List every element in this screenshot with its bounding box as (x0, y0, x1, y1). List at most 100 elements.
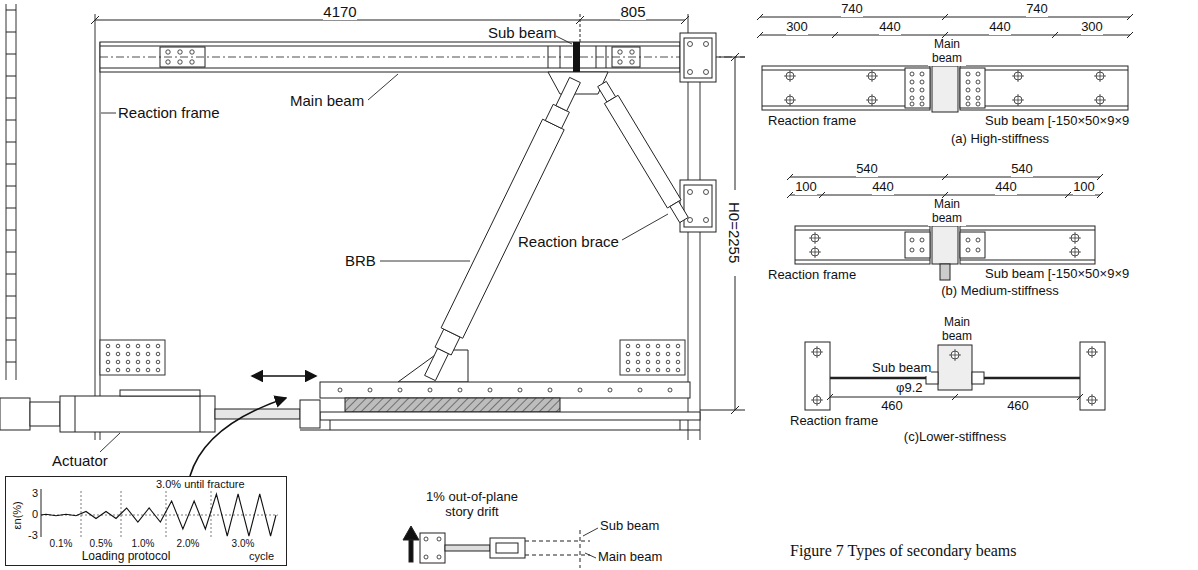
part-label: φ9.2 (896, 381, 923, 396)
end-connection (684, 185, 712, 227)
loading-beam (320, 412, 700, 420)
dimension-line (731, 406, 739, 414)
secondary-beam-medium-stiffness (960, 230, 1095, 231)
bolt-grid (156, 352, 160, 356)
bolt (166, 50, 170, 54)
dimension-value: 100 (795, 180, 817, 195)
part-label: Main beam (290, 92, 364, 109)
secondary-beam-medium-stiffness (905, 232, 930, 258)
plan-view (403, 526, 590, 568)
bolt (190, 60, 194, 64)
dimension-value: 4170 (323, 3, 356, 20)
part-label: Main beam (598, 550, 662, 565)
bolt-grid (156, 360, 160, 364)
bolt (976, 248, 980, 252)
dimension-tick (1127, 14, 1133, 20)
bolt-grid (646, 360, 650, 364)
bolt (920, 248, 924, 252)
main-beam (100, 42, 745, 72)
bolt (976, 80, 980, 84)
axis-label: 3 (32, 487, 38, 500)
reaction-frame (620, 340, 685, 375)
bolt-grid (116, 360, 120, 364)
bolt (424, 537, 428, 541)
bolt (966, 80, 970, 84)
secondary-beam-high-stiffness (960, 68, 985, 108)
bolt (437, 537, 441, 541)
bolt (910, 102, 914, 106)
bolt (618, 50, 622, 54)
axis-label: 0.5% (90, 538, 113, 550)
bolt (688, 42, 693, 47)
part-label: BRB (345, 252, 376, 269)
bolt-hole (872, 94, 873, 106)
reaction-frame (6, 120, 16, 121)
bolt-grid (676, 352, 680, 356)
secondary-beam-medium-stiffness (790, 177, 1100, 280)
bolt-grid (626, 360, 630, 364)
dimension-value: 460 (881, 399, 903, 414)
bolt (910, 96, 914, 100)
dimension-tick (1065, 192, 1071, 198)
plot-separator (166, 491, 167, 537)
secondary-beam-medium-stiffness (795, 260, 930, 261)
bolt (920, 88, 924, 92)
part-label: Reaction frame (790, 414, 878, 429)
bolt-grid (636, 360, 640, 364)
reaction-frame (6, 274, 16, 275)
loading-beam (345, 398, 560, 412)
bolt-grid (116, 368, 120, 372)
dimension-tick (1127, 32, 1133, 38)
bolt-grid (106, 360, 110, 364)
leader-line (622, 214, 668, 240)
bolt (618, 60, 622, 64)
dimension-tick (942, 174, 948, 180)
panel-title: (a) High-stiffness (951, 132, 1049, 147)
reaction-frame (6, 32, 16, 33)
part-label: Main beam (928, 198, 966, 226)
dimension-tick (1097, 174, 1103, 180)
bolt (966, 238, 970, 242)
part-label: Main beam (928, 38, 966, 66)
bolt-grid (626, 344, 630, 348)
loading-beam (300, 430, 700, 431)
bolt-grid (676, 360, 680, 364)
secondary-beam-lower-stiffness (805, 342, 830, 410)
reaction-frame (100, 42, 101, 440)
dimension-tick (787, 192, 793, 198)
dimension-line (700, 410, 745, 411)
axis-label: 0 (32, 508, 38, 521)
actuator (300, 400, 320, 428)
reaction-frame (6, 252, 16, 253)
axis-title: εn(%) (11, 501, 24, 529)
bolt-grid (676, 344, 680, 348)
bolt (920, 96, 924, 100)
dimension-line (91, 16, 99, 24)
bolt (166, 60, 170, 64)
bolt-grid (646, 344, 650, 348)
reaction-frame (6, 76, 16, 77)
bolt-grid (656, 344, 660, 348)
secondary-beam-high-stiffness (960, 66, 1128, 110)
reaction-frame (6, 318, 16, 319)
reaction-frame (6, 340, 16, 341)
bolt-hole (790, 94, 791, 106)
reaction-frame (6, 164, 16, 165)
bolt-grid (646, 352, 650, 356)
bolt-grid (136, 352, 140, 356)
anchor-bolt (458, 388, 462, 392)
part-label: Sub beam (600, 519, 659, 534)
actuator (120, 390, 200, 396)
dimension-tick (952, 394, 958, 400)
bolt-grid (106, 352, 110, 356)
part-label: Sub beam [-150×50×9×9 (985, 114, 1129, 129)
secondary-beam-medium-stiffness (960, 232, 985, 258)
actuator (60, 396, 215, 432)
dimension-tick (787, 174, 793, 180)
secondary-beam-high-stiffness (932, 66, 958, 112)
dimension-value: 805 (620, 3, 645, 20)
main-beam (606, 46, 607, 68)
bolt-grid (106, 368, 110, 372)
end-connection (680, 180, 716, 232)
bolt-grid (666, 360, 670, 364)
